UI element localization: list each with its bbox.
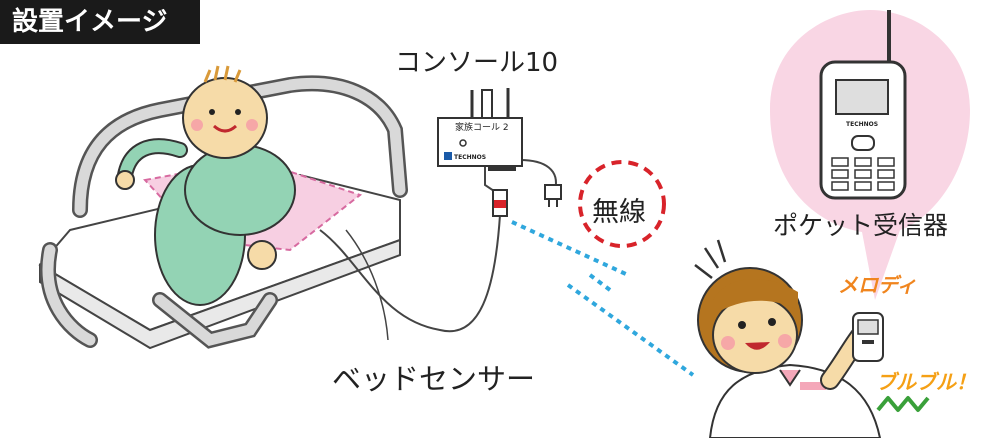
console-label: コンソール10: [395, 48, 559, 78]
console-device: [437, 88, 523, 171]
wireless-circle: [578, 160, 666, 248]
patient: [115, 65, 296, 306]
handheld-receiver: [852, 312, 884, 362]
vibration-label: ブルブル！: [876, 370, 976, 394]
page-title: 設置イメージ: [0, 0, 200, 44]
receiver-brand: TECHNOS: [846, 121, 879, 128]
melody-label: メロディ: [838, 273, 917, 297]
nurse: [694, 239, 882, 438]
pocket-receiver: [819, 10, 907, 200]
wireless-label: 無線: [592, 197, 646, 228]
console-device-text: 家族コール 2: [455, 123, 509, 133]
console-brand: TECHNOS: [454, 154, 487, 161]
receiver-label: ポケット受信器: [773, 211, 949, 240]
sensor-connector: [492, 189, 508, 217]
bed-sensor-label: ベッドセンサー: [332, 362, 536, 396]
sensor-leader-line: [345, 229, 389, 341]
vibration-zigzag: [876, 396, 930, 412]
sensor-cable: [319, 214, 501, 333]
wireless-signal-lines: [511, 220, 695, 377]
power-plug: [544, 184, 562, 207]
